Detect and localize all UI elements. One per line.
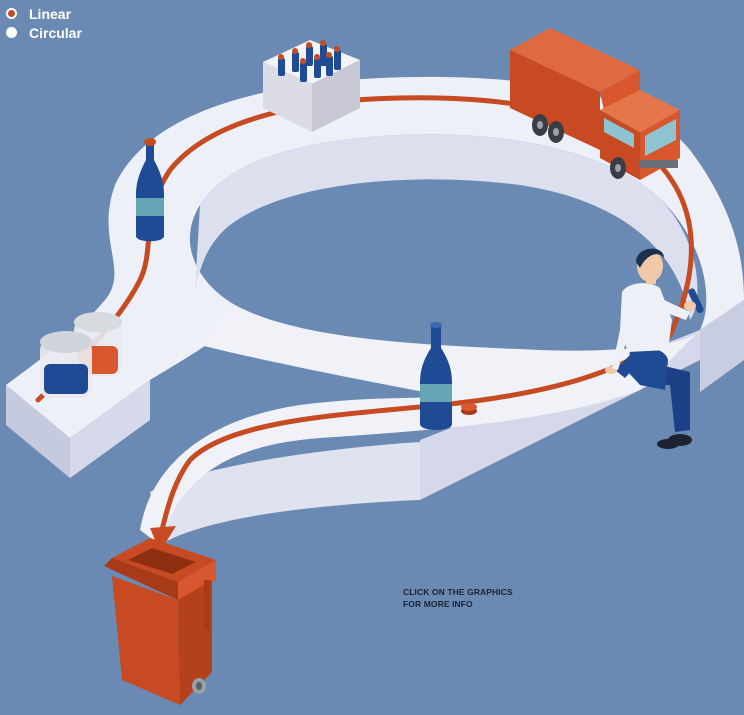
circular-dot-icon [6,27,17,38]
track-tail [140,305,700,545]
track-top [6,76,744,438]
track-inner-wall [195,134,698,320]
bottle-crate-icon[interactable] [263,40,360,132]
click-hint: CLICK ON THE GRAPHICS FOR MORE INFO [403,586,513,610]
track-side-front [150,442,420,545]
legend-label-circular: Circular [29,24,82,41]
track-side-outer-right [700,300,744,392]
flow-arrowhead [150,526,176,552]
legend-item-circular[interactable]: Circular [6,23,82,42]
legend: Linear Circular [6,4,82,42]
legend-label-linear: Linear [29,5,72,22]
track-side-left [6,385,70,478]
jars-icon[interactable] [40,312,122,398]
bottle-icon-front[interactable] [420,322,452,430]
linear-dot-icon [6,8,17,19]
track-side-left-front [70,380,150,478]
wheelie-bin-icon[interactable] [104,538,216,705]
hint-line-1: CLICK ON THE GRAPHICS [403,587,513,597]
person-drinking-icon[interactable] [605,248,705,449]
truck-icon[interactable] [510,28,680,180]
hint-line-2: FOR MORE INFO [403,599,473,609]
legend-item-linear[interactable]: Linear [6,4,82,23]
bottle-cap-icon[interactable] [461,403,477,415]
bottle-icon[interactable] [136,138,164,242]
